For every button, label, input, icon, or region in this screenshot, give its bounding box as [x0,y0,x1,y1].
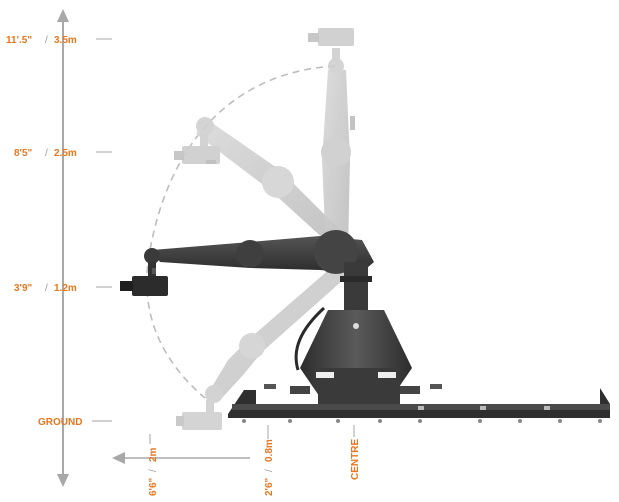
ghost-arm-mid [174,117,348,252]
crane-column [294,262,372,371]
height-label-1-2m: 3'9" / 1.2m [14,283,77,294]
height-label-2-5m: 8'5" / 2.5m [14,148,77,159]
arrow-left-icon [112,452,125,464]
reach-arc [146,65,336,399]
ground-label: GROUND [38,417,82,428]
crane-base [264,310,442,406]
arrow-down-icon [57,474,69,487]
svg-text:3'9": 3'9" [14,283,33,294]
reach-label-2m: 6'6" / 2m [148,447,159,496]
svg-text:3.5m: 3.5m [54,35,77,46]
camera-icon [182,146,220,164]
height-axis [57,9,112,487]
svg-text:2m: 2m [148,447,159,462]
reach-label-0-8m: 2'6" / 0.8m [264,439,275,496]
arrow-up-icon [57,9,69,22]
svg-text:/: / [45,35,48,46]
ghost-arm-vertical [308,28,355,250]
svg-text:/: / [45,148,48,159]
svg-text:6'6": 6'6" [148,477,159,496]
svg-text:8'5": 8'5" [14,148,33,159]
ghost-arm-low [176,260,352,430]
svg-text:CENTRE: CENTRE [350,439,361,480]
svg-text:2'6": 2'6" [264,477,275,496]
reach-axis [112,425,355,464]
svg-text:/: / [45,283,48,294]
camera-icon [132,276,168,296]
height-label-3-5m: 11'.5" / 3.5m [6,35,77,46]
svg-text:1.2m: 1.2m [54,283,77,294]
centre-label: CENTRE [350,439,361,480]
svg-text:11'.5": 11'.5" [6,35,32,46]
svg-text:/: / [148,469,159,472]
svg-text:2.5m: 2.5m [54,148,77,159]
svg-text:0.8m: 0.8m [264,439,275,462]
crane-track [228,388,610,423]
svg-text:/: / [264,469,275,472]
camera-icon [318,28,354,46]
crane-arm-horizontal [120,230,374,296]
camera-icon [182,412,222,430]
